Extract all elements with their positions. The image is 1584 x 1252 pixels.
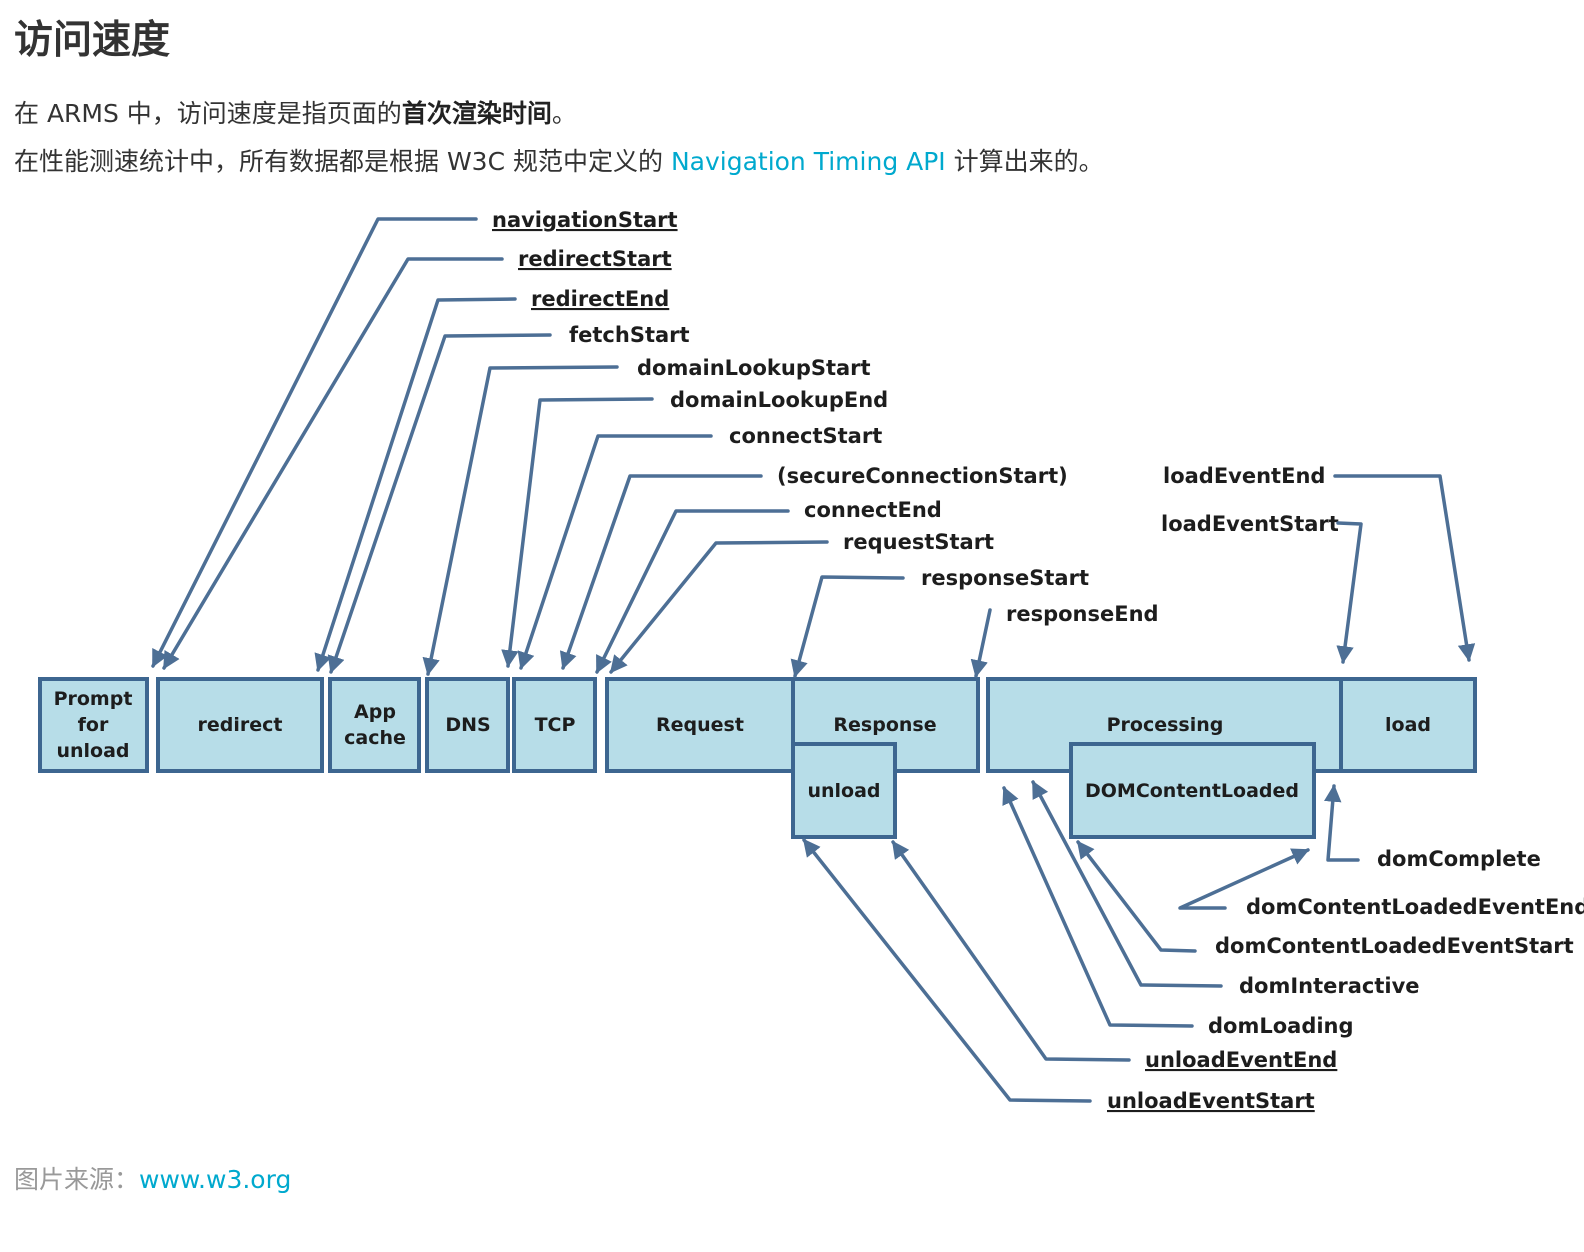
arrow-response-end: [970, 608, 992, 678]
phase-prompt-for-unload-line3: unload: [56, 740, 129, 762]
phase-prompt-for-unload: Prompt for unload: [38, 677, 149, 773]
event-dom-complete: domComplete: [1377, 847, 1541, 871]
event-secure-connection-start: (secureConnectionStart): [777, 464, 1068, 488]
arrow-redirect-end: [314, 297, 517, 672]
event-unload-event-start: unloadEventStart: [1107, 1089, 1315, 1113]
arrow-response-start: [790, 575, 905, 678]
event-request-start: requestStart: [843, 530, 994, 554]
event-redirect-end: redirectEnd: [531, 287, 669, 311]
event-connect-end: connectEnd: [804, 498, 942, 522]
phase-processing-label: Processing: [1107, 714, 1224, 736]
page-title: 访问速度: [14, 18, 171, 63]
arrow-unload-event-start: [802, 838, 1092, 1103]
arrow-domain-lookup-end: [501, 397, 654, 668]
event-response-end: responseEnd: [1006, 602, 1159, 626]
event-dom-interactive: domInteractive: [1239, 974, 1420, 998]
arrow-fetch-start: [327, 333, 552, 674]
phase-app-cache-line1: App: [354, 701, 396, 723]
event-redirect-start: redirectStart: [518, 247, 672, 271]
phase-unload: unload: [791, 742, 897, 839]
arrow-domain-lookup-start: [422, 365, 619, 676]
arrow-connect-start: [517, 434, 713, 670]
phase-load-label: load: [1385, 714, 1431, 736]
phase-prompt-for-unload-line2: for: [78, 714, 109, 736]
navigation-timing-api-link[interactable]: Navigation Timing API: [670, 147, 946, 176]
intro-line2-suffix: 计算出来的。: [945, 147, 1104, 176]
phase-response-label: Response: [833, 714, 936, 736]
arrow-unload-event-end: [891, 840, 1131, 1062]
phase-dom-content-loaded-label: DOMContentLoaded: [1085, 780, 1299, 802]
intro-line1-prefix: 在 ARMS 中，访问速度是指页面的: [14, 99, 402, 128]
phase-redirect: redirect: [156, 677, 324, 773]
phase-dns-label: DNS: [445, 714, 490, 736]
arrow-navigation-start: [151, 217, 478, 668]
phase-redirect-label: redirect: [198, 714, 283, 736]
phase-app-cache-line2: cache: [344, 727, 406, 749]
phase-unload-label: unload: [807, 780, 880, 802]
arrow-dom-content-loaded-event-end: [1178, 848, 1310, 910]
intro-line1-suffix: 。: [551, 99, 577, 128]
event-response-start: responseStart: [921, 566, 1089, 590]
phase-app-cache: App cache: [328, 677, 421, 773]
event-dom-content-loaded-event-start: domContentLoadedEventStart: [1215, 934, 1574, 958]
arrow-redirect-start: [162, 257, 504, 670]
arrow-load-event-start: [1336, 521, 1363, 664]
event-dom-loading: domLoading: [1208, 1014, 1354, 1038]
event-domain-lookup-end: domainLookupEnd: [670, 388, 888, 412]
phase-tcp: TCP: [512, 677, 597, 773]
phase-tcp-label: TCP: [535, 714, 576, 736]
arrow-request-start: [609, 540, 829, 674]
event-load-event-start: loadEventStart: [1161, 512, 1339, 536]
image-source-label: 图片来源：: [14, 1165, 140, 1194]
intro-line2-prefix: 在性能测速统计中，所有数据都是根据 W3C 规范中定义的: [14, 147, 671, 176]
phase-prompt-for-unload-line1: Prompt: [54, 688, 133, 710]
phase-dns: DNS: [425, 677, 510, 773]
event-unload-event-end: unloadEventEnd: [1145, 1048, 1337, 1072]
intro-line1-bold: 首次渲染时间: [401, 99, 552, 128]
phase-request: Request: [605, 677, 795, 773]
event-domain-lookup-start: domainLookupStart: [637, 356, 871, 380]
event-navigation-start: navigationStart: [492, 208, 678, 232]
arrow-dom-complete: [1324, 784, 1360, 862]
phase-dom-content-loaded: DOMContentLoaded: [1069, 742, 1316, 839]
image-source-caption: 图片来源：www.w3.org: [14, 1160, 291, 1200]
arrow-connect-end: [595, 509, 790, 674]
arrow-dom-loading: [1002, 786, 1194, 1028]
phase-request-label: Request: [656, 714, 744, 736]
intro-paragraph-1: 在 ARMS 中，访问速度是指页面的首次渲染时间。: [14, 94, 577, 134]
event-connect-start: connectStart: [729, 424, 882, 448]
event-load-event-end: loadEventEnd: [1163, 464, 1325, 488]
arrow-dom-interactive: [1031, 780, 1223, 988]
intro-paragraph-2: 在性能测速统计中，所有数据都是根据 W3C 规范中定义的 Navigation …: [14, 142, 1104, 182]
event-fetch-start: fetchStart: [569, 323, 690, 347]
arrow-load-event-end: [1333, 474, 1476, 662]
event-dom-content-loaded-event-end: domContentLoadedEventEnd: [1246, 895, 1584, 919]
arrow-secure-connection-start: [559, 474, 763, 670]
arrow-dom-content-loaded-event-start: [1076, 840, 1197, 953]
image-source-link[interactable]: www.w3.org: [139, 1165, 292, 1194]
phase-load: load: [1339, 677, 1477, 773]
